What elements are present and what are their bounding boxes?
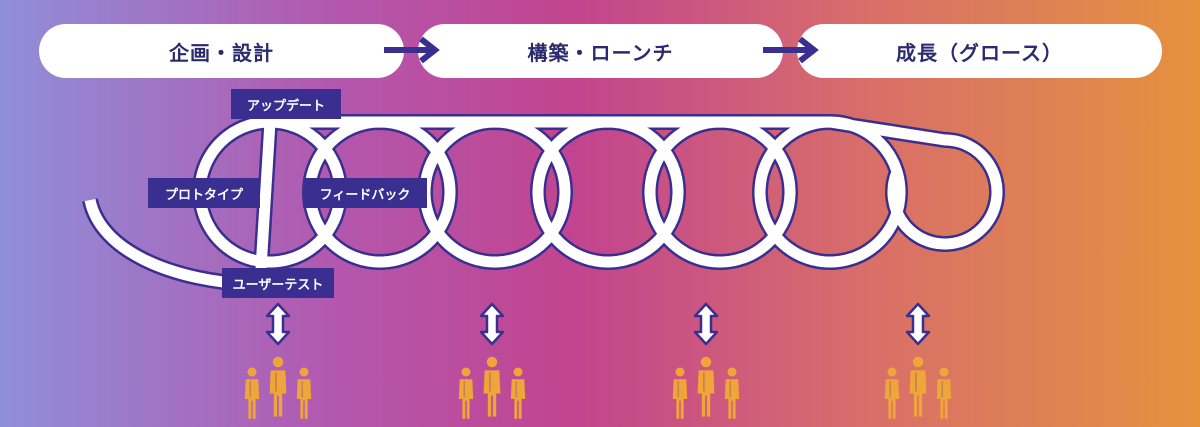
user-group-icon — [244, 356, 312, 419]
person-icon — [672, 367, 688, 419]
label-prototype: プロトタイプ — [148, 178, 260, 208]
user-groups — [244, 356, 952, 419]
double-arrow-vertical-icon — [479, 302, 505, 346]
person-icon — [697, 356, 715, 417]
phase-arrows — [384, 36, 819, 64]
person-icon — [483, 356, 501, 417]
person-icon — [269, 356, 287, 417]
coil-band — [84, 116, 1003, 291]
phase-planning: 企画・設計 — [39, 24, 404, 78]
phase-growth-label: 成長（グロース） — [896, 40, 1063, 65]
double-arrow-vertical-icon — [905, 302, 931, 346]
double-arrow-vertical-icon — [265, 302, 291, 346]
user-group-icon — [884, 356, 952, 419]
arrow-right-icon — [763, 36, 819, 64]
double-arrow-vertical-icon — [693, 302, 719, 346]
arrow-right-icon — [384, 36, 440, 64]
phase-build-launch: 構築・ローンチ — [418, 24, 783, 78]
person-icon — [909, 356, 927, 417]
exchange-arrows — [265, 302, 931, 346]
person-icon — [884, 367, 900, 419]
phase-build-launch-label: 構築・ローンチ — [527, 40, 674, 65]
phase-planning-label: 企画・設計 — [169, 40, 274, 65]
label-feedback: フィードバック — [303, 178, 427, 208]
user-group-icon — [458, 356, 526, 419]
person-icon — [244, 367, 260, 419]
phase-growth: 成長（グロース） — [797, 24, 1162, 78]
spiral-coil — [82, 114, 1005, 293]
person-icon — [296, 367, 312, 419]
person-icon — [510, 367, 526, 419]
person-icon — [724, 367, 740, 419]
person-icon — [936, 367, 952, 419]
label-user-test: ユーザーテスト — [222, 268, 334, 298]
person-icon — [458, 367, 474, 419]
user-group-icon — [672, 356, 740, 419]
label-update: アップデート — [231, 89, 341, 119]
